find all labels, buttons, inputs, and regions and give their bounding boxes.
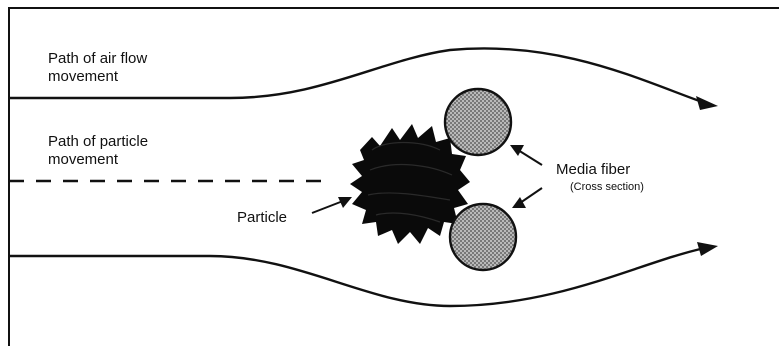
lower-airflow-arrowhead xyxy=(697,242,718,256)
particle-pointer-line xyxy=(312,201,343,213)
media-fiber-lower xyxy=(450,204,516,270)
air-flow-label-line2: movement xyxy=(48,68,119,85)
cross-section-label: (Cross section) xyxy=(570,181,644,193)
lower-airflow-path xyxy=(9,248,705,306)
air-flow-label-line1: Path of air flow xyxy=(48,50,147,67)
fiber-pointer-arrowhead-lower xyxy=(512,197,526,208)
particle-path-label-line2: movement xyxy=(48,151,119,168)
media-fiber-label: Media fiber xyxy=(556,161,630,178)
upper-airflow-arrowhead xyxy=(696,96,718,110)
particle-path-label-line1: Path of particle xyxy=(48,133,148,150)
media-fiber-upper xyxy=(445,89,511,155)
particle-label: Particle xyxy=(237,209,287,226)
fiber-pointer-line-lower xyxy=(520,188,542,203)
fiber-pointer-line-upper xyxy=(518,150,542,165)
fiber-pointer-arrowhead-upper xyxy=(510,145,524,156)
